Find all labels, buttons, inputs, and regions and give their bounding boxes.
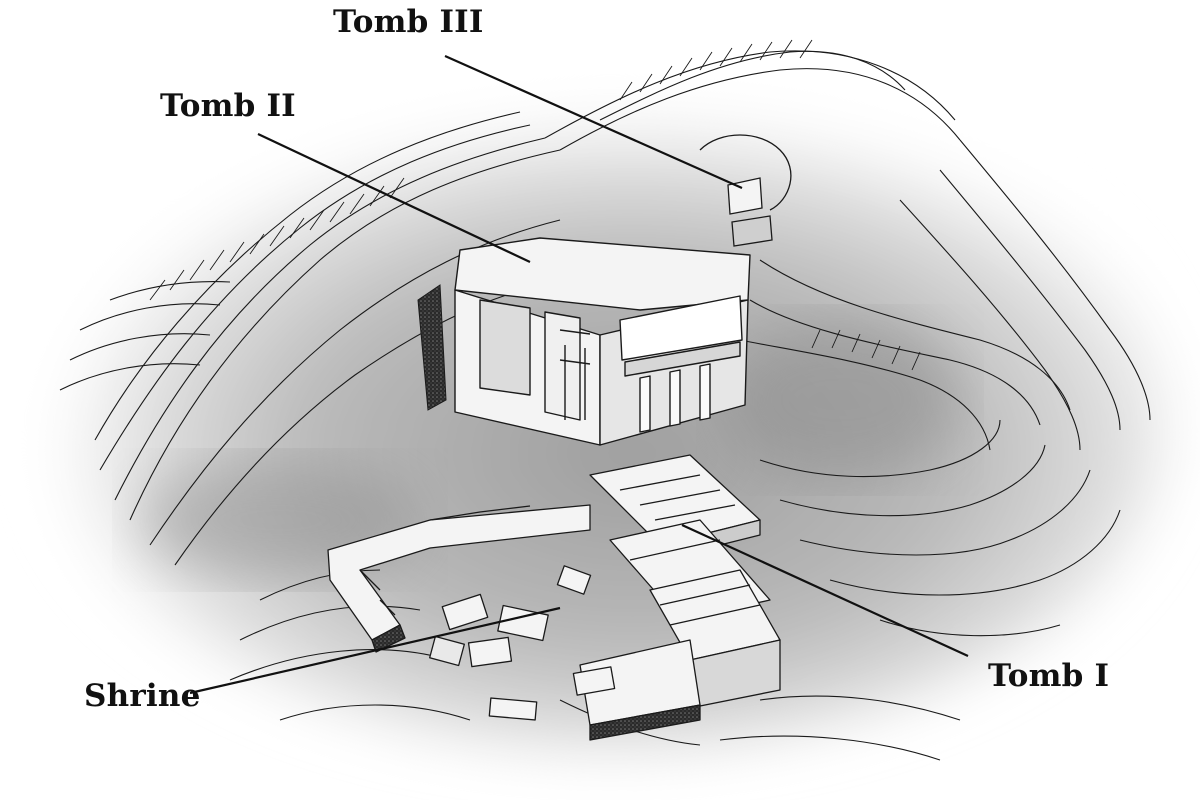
leader-lines <box>189 54 969 695</box>
leader-line-tomb-ii <box>257 133 531 263</box>
cliff-hatching <box>149 39 921 371</box>
label-tomb-iii: Tomb III <box>333 4 484 40</box>
tomb-iii-structure <box>699 134 792 247</box>
tomb-i-structure <box>579 454 781 741</box>
leader-line-shrine <box>189 606 561 695</box>
leader-line-tomb-i <box>681 523 969 658</box>
tomb-ii-structure <box>454 237 751 446</box>
cave-opening <box>417 284 447 411</box>
label-tomb-i: Tomb I <box>988 658 1110 694</box>
leader-line-tomb-iii <box>444 54 743 190</box>
label-shrine: Shrine <box>84 678 201 714</box>
label-tomb-ii: Tomb II <box>160 88 296 124</box>
shrine-structure <box>327 504 616 721</box>
